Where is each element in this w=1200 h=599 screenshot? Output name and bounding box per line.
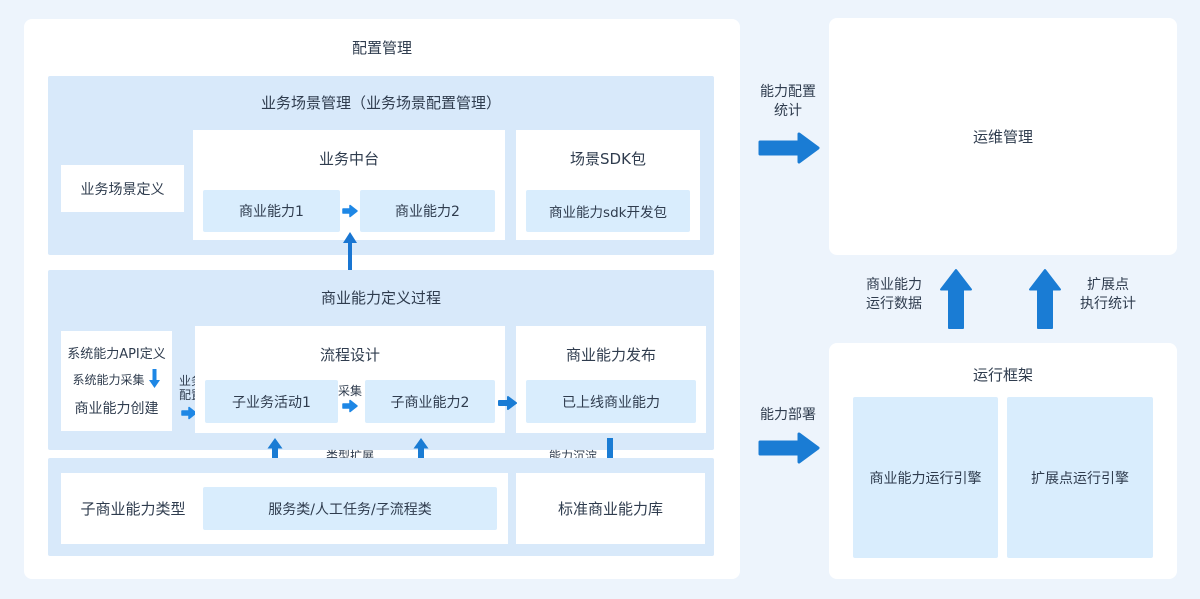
type-items-chip: 服务类/人工任务/子流程类	[203, 487, 497, 530]
sub-capability-chip: 子商业能力2	[365, 380, 495, 423]
ext-stat-label: 扩展点 执行统计	[1070, 276, 1146, 314]
arrow-up-icon	[1028, 268, 1062, 330]
sub-activity-chip: 子业务活动1	[205, 380, 338, 423]
scene-sdk-title: 场景SDK包	[570, 150, 646, 168]
arrow-right-icon	[341, 204, 359, 218]
flow-design-title: 流程设计	[319, 346, 380, 364]
system-collect-row: 系统能力采集	[61, 368, 172, 390]
sdk-package-chip: 商业能力sdk开发包	[526, 190, 690, 232]
connector-arrowhead-up-icon	[343, 232, 357, 243]
arrow-right-icon	[757, 130, 821, 166]
runtime-framework-title: 运行框架	[972, 366, 1033, 384]
config-stat-label: 能力配置 统计	[750, 83, 826, 121]
capability-publish-title: 商业能力发布	[565, 346, 656, 364]
arrow-up-icon	[412, 436, 430, 470]
capability-deploy-label: 能力部署	[760, 407, 816, 423]
scene-definition-box: 业务场景定义	[61, 165, 184, 212]
config-stat-line2: 统计	[774, 103, 802, 119]
arrow-right-icon	[497, 395, 518, 411]
standard-library-box: 标准商业能力库	[516, 473, 705, 544]
arrow-right-icon	[341, 399, 359, 413]
config-management-title: 配置管理	[351, 39, 412, 57]
online-capability-chip: 已上线商业能力	[526, 380, 696, 423]
system-api-definition-label: 系统能力API定义	[67, 347, 166, 362]
capability-1-chip: 商业能力1	[203, 190, 340, 232]
config-stat-line1: 能力配置	[760, 84, 816, 100]
system-collect-label: 系统能力采集	[72, 372, 145, 387]
business-platform-title: 业务中台	[318, 150, 379, 168]
scene-management-title: 业务场景管理（业务场景配置管理）	[260, 94, 501, 112]
capability-engine-box: 商业能力运行引擎	[853, 397, 998, 558]
ext-stat-line1: 扩展点	[1087, 277, 1129, 293]
extension-engine-box: 扩展点运行引擎	[1007, 397, 1153, 558]
run-data-line1: 商业能力	[866, 277, 922, 293]
arrow-right-icon	[757, 430, 821, 466]
arrow-right-icon	[180, 406, 198, 420]
capability-definition-title: 商业能力定义过程	[320, 289, 441, 307]
collect-label: 采集	[337, 384, 362, 398]
capability-create-label: 商业能力创建	[74, 401, 159, 417]
run-data-label: 商业能力 运行数据	[856, 276, 932, 314]
ops-management-panel: 运维管理	[829, 18, 1177, 255]
ext-stat-line2: 执行统计	[1080, 296, 1136, 312]
arrow-up-icon	[939, 268, 973, 330]
arrow-down-icon	[148, 368, 161, 390]
arrow-up-icon	[266, 436, 284, 470]
capability-2-chip: 商业能力2	[360, 190, 495, 232]
run-data-line2: 运行数据	[866, 296, 922, 312]
sub-capability-type-title: 子商业能力类型	[80, 500, 186, 518]
connector-line-vertical-left	[348, 242, 352, 273]
